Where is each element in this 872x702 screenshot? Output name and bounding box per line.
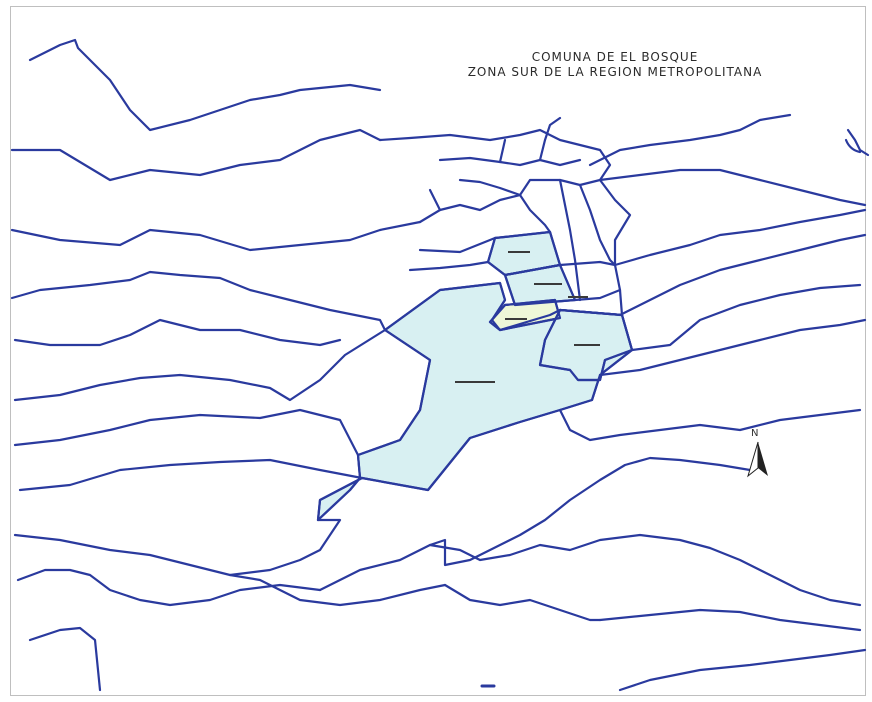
label-mark-2	[534, 283, 562, 285]
road-bottom-mid	[228, 573, 447, 607]
urban-spoke1	[498, 138, 507, 164]
label-mark-3	[568, 296, 588, 298]
urban-inner4	[428, 188, 442, 212]
road-southcentral-boundary	[443, 583, 602, 622]
map-title: COMUNA DE EL BOSQUE ZONA SUR DE LA REGIO…	[380, 50, 850, 80]
road-northeast	[598, 168, 867, 207]
road-northeast-tip	[846, 128, 870, 157]
urban-ring2	[558, 260, 617, 267]
road-northwest	[28, 38, 382, 132]
road-west-mid2	[13, 318, 342, 347]
label-mark-4	[505, 318, 527, 320]
highlight-boundary-main	[316, 281, 634, 522]
road-west-upper	[10, 128, 382, 182]
road-west-band	[10, 220, 422, 252]
road-southwest	[13, 408, 360, 457]
north-arrow-icon	[747, 441, 768, 478]
urban-spoke3	[518, 193, 552, 234]
road-southwest2	[18, 458, 364, 492]
map-title-line1: COMUNA DE EL BOSQUE	[531, 50, 699, 64]
road-east-lower	[558, 408, 862, 442]
label-mark-6	[455, 381, 495, 383]
urban-spoke2	[538, 116, 562, 162]
label-mark-1	[508, 251, 530, 253]
road-south-central	[318, 456, 752, 592]
road-south-right	[428, 533, 862, 607]
road-east-upper2	[613, 208, 867, 267]
road-bottom-right2	[618, 648, 867, 692]
urban-spoke4	[558, 178, 582, 302]
urban-band	[418, 236, 497, 254]
map-title-line2: ZONA SUR DE LA REGION METROPOLITANA	[467, 65, 763, 79]
road-south-west3	[13, 518, 342, 577]
highlight-boundary-small	[488, 298, 562, 332]
road-east-upper	[618, 233, 867, 317]
urban-inner3	[458, 178, 522, 197]
road-west-lower	[13, 328, 387, 402]
north-label: N	[751, 428, 759, 439]
road-bottom-right	[598, 608, 862, 632]
highlight-boundary-east	[538, 308, 634, 382]
road-bottom-left	[28, 626, 102, 692]
urban-inner2	[438, 156, 582, 167]
highlight-boundary-mid	[503, 263, 577, 307]
urban-spoke5	[578, 183, 617, 267]
urban-inner1	[418, 178, 602, 224]
road-southwest4	[16, 568, 322, 607]
corner-fragment	[844, 138, 862, 154]
road-east-mid	[598, 318, 867, 377]
road-east-mid2	[630, 283, 862, 352]
urban-band2	[408, 260, 490, 272]
urban-ring3	[573, 288, 622, 302]
urban-central-ring	[378, 128, 632, 317]
label-mark-5	[574, 344, 600, 346]
road-west-mid	[10, 270, 387, 332]
north-arrow: N	[738, 428, 778, 488]
road-northeast2	[588, 113, 792, 167]
